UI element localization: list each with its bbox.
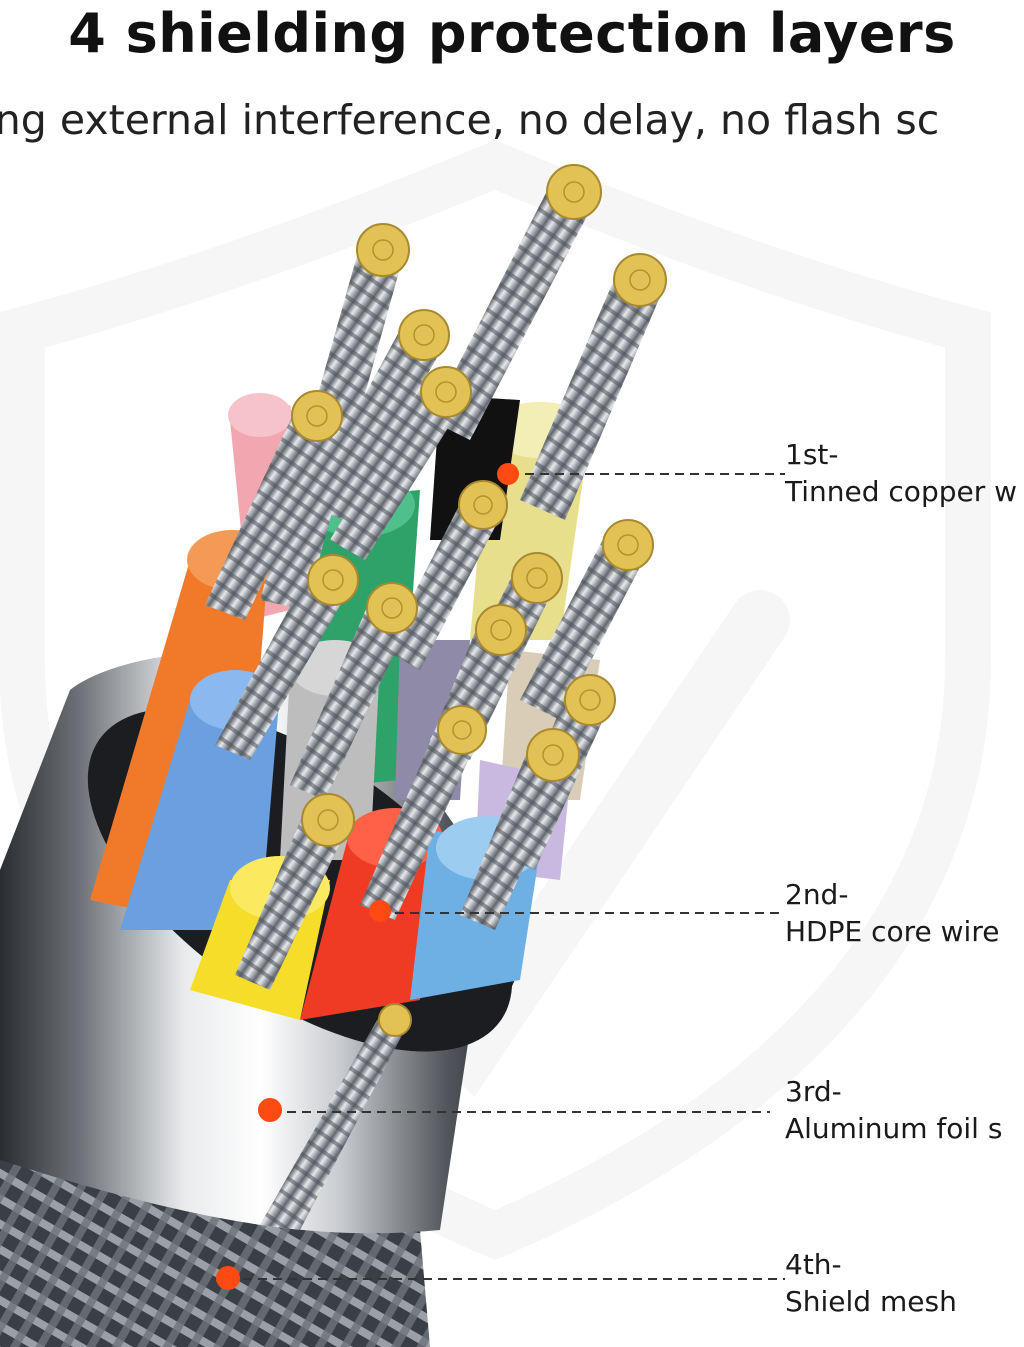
layer-name: Tinned copper w [785,475,1018,508]
layer-name: Aluminum foil s [785,1112,1003,1145]
layer-index: 1st- [785,438,839,471]
tinned-copper-conductors [205,185,665,1230]
layer-label-3: 3rd- Aluminum foil s [785,1073,1002,1147]
callout-lines [228,473,785,1280]
layer-label-4: 4th- Shield mesh [785,1246,957,1320]
callout-dots [216,463,519,1290]
page-subtitle: lding external interference, no delay, n… [0,96,1024,144]
copper-strand-dots [306,181,651,831]
page-title: 4 shielding protection layers [68,2,956,65]
layer-index: 2nd- [785,878,849,911]
callout-dot-4 [216,1266,240,1290]
layer-label-1: 1st- Tinned copper w [785,436,1017,510]
callout-dot-3 [258,1098,282,1122]
layer-name: HDPE core wire [785,915,1000,948]
layer-index: 3rd- [785,1075,842,1108]
subtitle-text: lding external interference, no delay, n… [0,96,940,144]
layer-index: 4th- [785,1248,842,1281]
layer-label-2: 2nd- HDPE core wire [785,876,999,950]
copper-tips [291,164,667,1037]
callout-dot-2 [369,900,391,922]
layer-name: Shield mesh [785,1285,957,1318]
callout-dot-1 [497,463,519,485]
